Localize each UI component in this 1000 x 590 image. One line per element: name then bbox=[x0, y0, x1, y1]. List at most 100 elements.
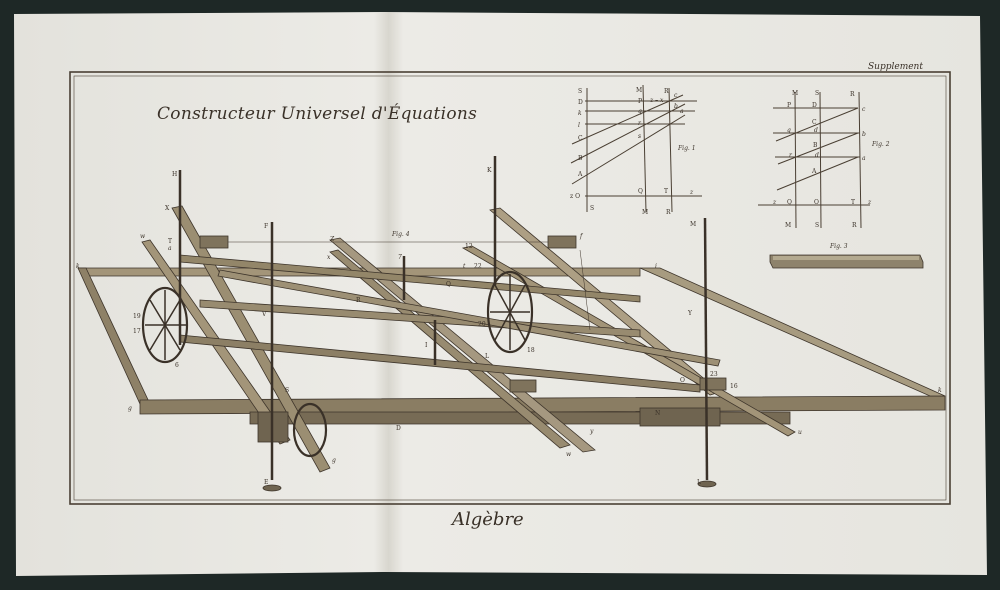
figure-letter-label: d bbox=[814, 127, 818, 134]
figure-letter-label: 19 bbox=[133, 313, 141, 320]
figure-letter-label: K bbox=[487, 167, 492, 174]
figure-letter-label: q bbox=[638, 108, 642, 115]
figure-letter-label: S bbox=[578, 88, 582, 95]
figure-letter-label: y bbox=[589, 428, 594, 435]
figure-letter-label: a bbox=[680, 108, 684, 115]
figure-letter-label: Z bbox=[329, 236, 335, 243]
figure-letter-label: M bbox=[642, 209, 648, 216]
figure-3: Fig. 3 bbox=[769, 243, 924, 269]
figure-letter-label: r bbox=[789, 152, 793, 159]
figure-letter-label: B bbox=[813, 142, 818, 149]
plate-title: Constructeur Universel d'Équations bbox=[157, 103, 477, 124]
figure-letter-label: s bbox=[638, 133, 641, 140]
figure-4-machine bbox=[77, 156, 946, 492]
figure-letter-label: 17 bbox=[133, 328, 141, 335]
figure-letter-label: D bbox=[396, 425, 401, 432]
figure-letter-label: L bbox=[485, 353, 489, 360]
figure-letter-label: C bbox=[812, 119, 817, 126]
figure-letter-label: A bbox=[811, 168, 817, 175]
figure-letter-label: Q bbox=[638, 188, 643, 195]
figure-letter-label: F bbox=[264, 223, 268, 230]
figure-letter-label: d bbox=[815, 152, 819, 159]
figure-1-labels: S D k l C B A z O S M P q r s Q M R c b … bbox=[570, 87, 696, 216]
figure-letter-label: M bbox=[785, 222, 791, 229]
figure-letter-label: z O bbox=[570, 193, 580, 200]
figure-letter-label: Q bbox=[446, 281, 451, 288]
figure-letter-label: R bbox=[664, 88, 669, 95]
figure-letter-label: D bbox=[578, 99, 583, 106]
figure-letter-label: Q bbox=[787, 199, 792, 206]
figure-letter-label: z – x bbox=[649, 97, 664, 104]
figure-letter-label: g bbox=[332, 457, 336, 464]
figure-letter-label: D bbox=[812, 102, 817, 109]
figure-letter-label: 20 bbox=[478, 321, 486, 328]
figure-letter-label: C bbox=[578, 135, 583, 142]
figure-letter-label: r bbox=[638, 120, 642, 127]
figure-letter-label: c bbox=[862, 106, 866, 113]
figure-letter-label: T bbox=[851, 199, 855, 206]
figure-letter-label: X bbox=[165, 205, 170, 212]
plate-frame bbox=[69, 71, 951, 505]
figure-letter-label: t bbox=[463, 263, 466, 270]
figure-letter-label: 23 bbox=[710, 371, 718, 378]
figure-letter-label: a bbox=[862, 155, 866, 162]
figure-letter-label: M bbox=[636, 87, 642, 94]
figure-letter-label: N bbox=[655, 410, 660, 417]
figure-letter-label: L bbox=[697, 479, 701, 486]
figure-letter-label: w bbox=[566, 451, 572, 458]
figure-letter-label: z bbox=[689, 189, 694, 196]
figure-letter-label: R bbox=[356, 297, 361, 304]
figure-letter-label: O bbox=[680, 377, 685, 384]
figure-letter-label: O bbox=[814, 199, 819, 206]
figure-letter-label: k bbox=[578, 110, 582, 117]
figure-letter-label: c bbox=[674, 92, 678, 99]
figure-4-labels: H X T a w k g 19 17 6 F Z K x 7 t 12 22 … bbox=[76, 167, 942, 486]
figure-letter-label: S bbox=[590, 205, 594, 212]
figure-letter-label: g bbox=[128, 405, 132, 412]
figure-letter-label: R bbox=[852, 222, 857, 229]
figure-letter-label: M bbox=[792, 90, 798, 97]
figure-letter-label: w bbox=[140, 233, 146, 240]
figure-letter-label: M bbox=[690, 221, 696, 228]
figure-letter-label: P bbox=[638, 98, 642, 105]
figure-letter-label: Y bbox=[687, 310, 693, 317]
figure-letter-label: 12 bbox=[465, 243, 473, 250]
figure-letter-label: A bbox=[577, 171, 583, 178]
figure-letter-label: I bbox=[425, 342, 428, 349]
figure-letter-label: k bbox=[76, 263, 80, 270]
figure-letter-label: S bbox=[285, 387, 289, 394]
figure-2-labels: M S R P D c C q d b B r d a A z Q O T z … bbox=[772, 90, 890, 229]
figure-letter-label: S bbox=[815, 90, 819, 97]
figure-letter-label: S bbox=[815, 222, 819, 229]
figure-letter-label: b bbox=[862, 131, 866, 138]
figure-2 bbox=[758, 91, 870, 229]
figure-letter-label: Fig. 4 bbox=[391, 231, 410, 238]
plate-caption: Algèbre bbox=[450, 509, 524, 530]
figure-letter-label: k bbox=[938, 387, 942, 394]
figure-letter-label: R bbox=[666, 209, 671, 216]
figure-letter-label: x bbox=[327, 254, 331, 261]
figure-letter-label: z bbox=[867, 199, 872, 206]
figure-letter-label: 7 bbox=[398, 254, 402, 261]
figure-letter-label: 22 bbox=[474, 263, 482, 270]
figure-letter-label: T bbox=[664, 188, 668, 195]
figure-letter-label: B bbox=[578, 155, 583, 162]
figure-letter-label: u bbox=[798, 429, 802, 436]
figure-letter-label: V bbox=[261, 311, 267, 318]
figure-letter-label: H bbox=[172, 171, 177, 178]
figure-letter-label: Fig. 1 bbox=[677, 145, 696, 152]
figure-letter-label: 6 bbox=[175, 362, 179, 369]
figure-letter-label: Fig. 2 bbox=[871, 141, 890, 148]
figure-letter-label: i bbox=[655, 263, 657, 270]
figure-letter-label: l bbox=[578, 122, 580, 129]
figure-letter-label: P bbox=[787, 102, 791, 109]
figure-letter-label: E bbox=[264, 479, 268, 486]
figure-letter-label: a bbox=[168, 245, 172, 252]
figure-letter-label: 16 bbox=[730, 383, 738, 390]
figure-letter-label: T bbox=[168, 238, 172, 245]
figure-letter-label: Fig. 3 bbox=[829, 243, 848, 250]
figure-letter-label: q bbox=[787, 127, 791, 134]
figure-letter-label: b bbox=[674, 103, 678, 110]
figure-letter-label: f bbox=[579, 233, 584, 240]
